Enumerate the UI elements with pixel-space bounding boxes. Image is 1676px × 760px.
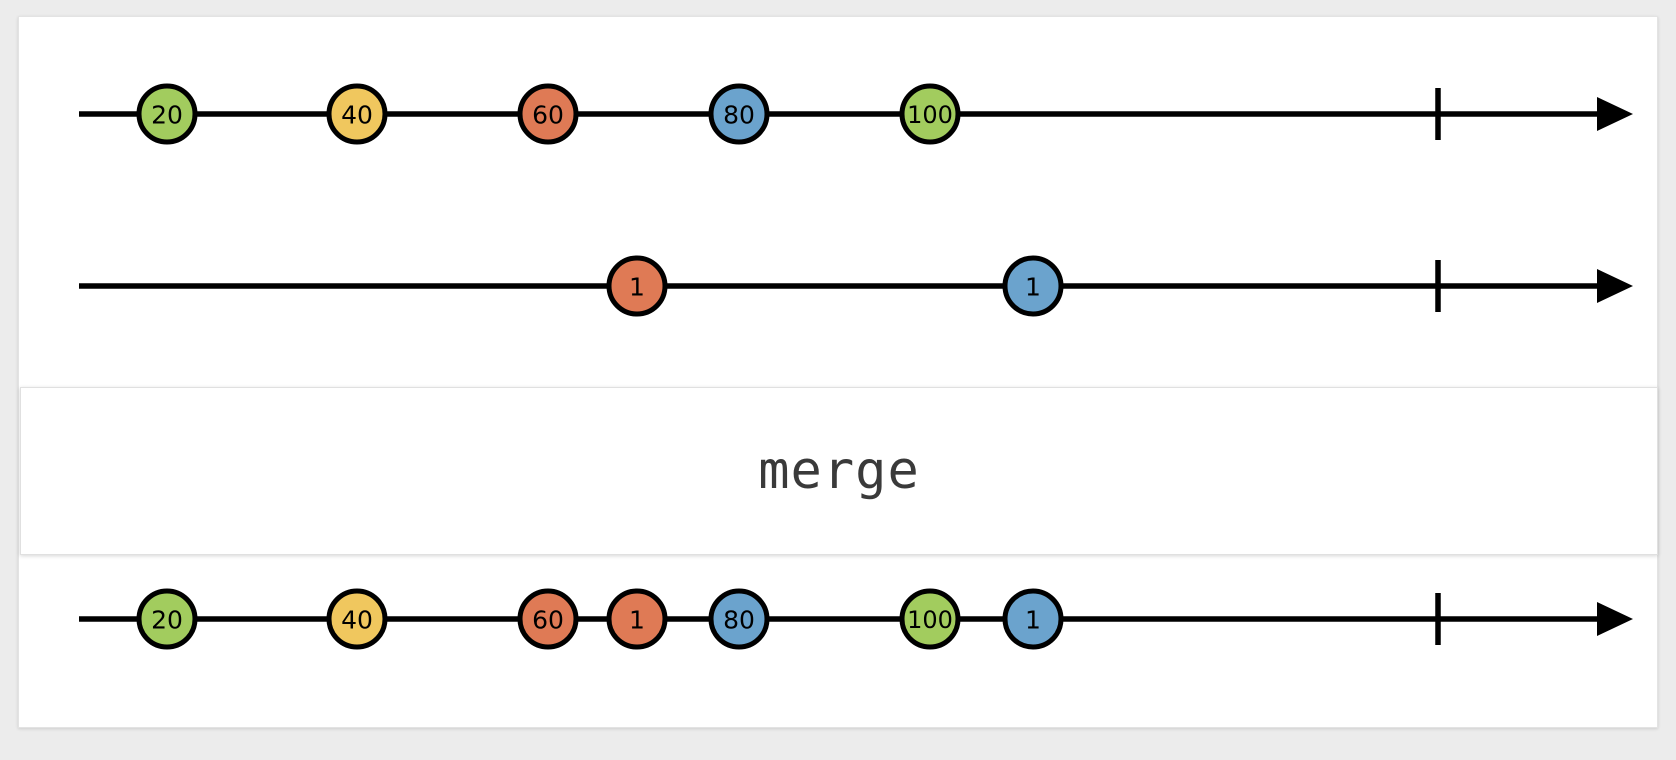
marble-value: 1 <box>1025 273 1041 302</box>
marble-circle <box>1002 255 1064 317</box>
marble-value: 100 <box>907 101 953 129</box>
marble-value: 80 <box>723 606 755 635</box>
marble[interactable]: 100 <box>899 83 961 145</box>
marble-value: 60 <box>532 101 564 130</box>
marble-value: 80 <box>723 101 755 130</box>
timeline-output-observable: 20 40 60 1 80 100 1 <box>19 560 1659 680</box>
marble[interactable]: 80 <box>708 83 770 145</box>
marble-circle <box>708 588 770 650</box>
marble[interactable]: 1 <box>606 255 668 317</box>
marble-circle <box>517 588 579 650</box>
marble-value: 1 <box>629 273 645 302</box>
marble-circle <box>899 83 961 145</box>
marble[interactable]: 60 <box>517 588 579 650</box>
marble-circle <box>606 588 668 650</box>
marble[interactable]: 80 <box>708 588 770 650</box>
marble[interactable]: 1 <box>1002 588 1064 650</box>
marble-value: 20 <box>151 606 183 635</box>
marble-value: 1 <box>629 606 645 635</box>
marble[interactable]: 100 <box>899 588 961 650</box>
marble-circle <box>136 83 198 145</box>
operator-label: merge <box>758 441 920 501</box>
timeline-source-observable-a: 20 40 60 80 100 <box>19 55 1659 175</box>
marble-circle <box>326 83 388 145</box>
marble-value: 60 <box>532 606 564 635</box>
marble-value: 40 <box>341 606 373 635</box>
marble[interactable]: 20 <box>136 588 198 650</box>
marble-circle <box>606 255 668 317</box>
marble-value: 1 <box>1025 606 1041 635</box>
marble-value: 40 <box>341 101 373 130</box>
operator-box: merge <box>20 387 1658 555</box>
marble[interactable]: 40 <box>326 588 388 650</box>
marble-value: 100 <box>907 606 953 634</box>
timeline-arrow-icon <box>1597 269 1633 303</box>
marble[interactable]: 60 <box>517 83 579 145</box>
timeline-arrow-icon <box>1597 97 1633 131</box>
marble-circle <box>708 83 770 145</box>
marble-circle <box>517 83 579 145</box>
marble[interactable]: 40 <box>326 83 388 145</box>
marble-circle <box>899 588 961 650</box>
marble[interactable]: 20 <box>136 83 198 145</box>
marble[interactable]: 1 <box>606 588 668 650</box>
marble-value: 20 <box>151 101 183 130</box>
marble-circle <box>1002 588 1064 650</box>
timeline-arrow-icon <box>1597 602 1633 636</box>
marble[interactable]: 1 <box>1002 255 1064 317</box>
marble-circle <box>136 588 198 650</box>
marble-circle <box>326 588 388 650</box>
